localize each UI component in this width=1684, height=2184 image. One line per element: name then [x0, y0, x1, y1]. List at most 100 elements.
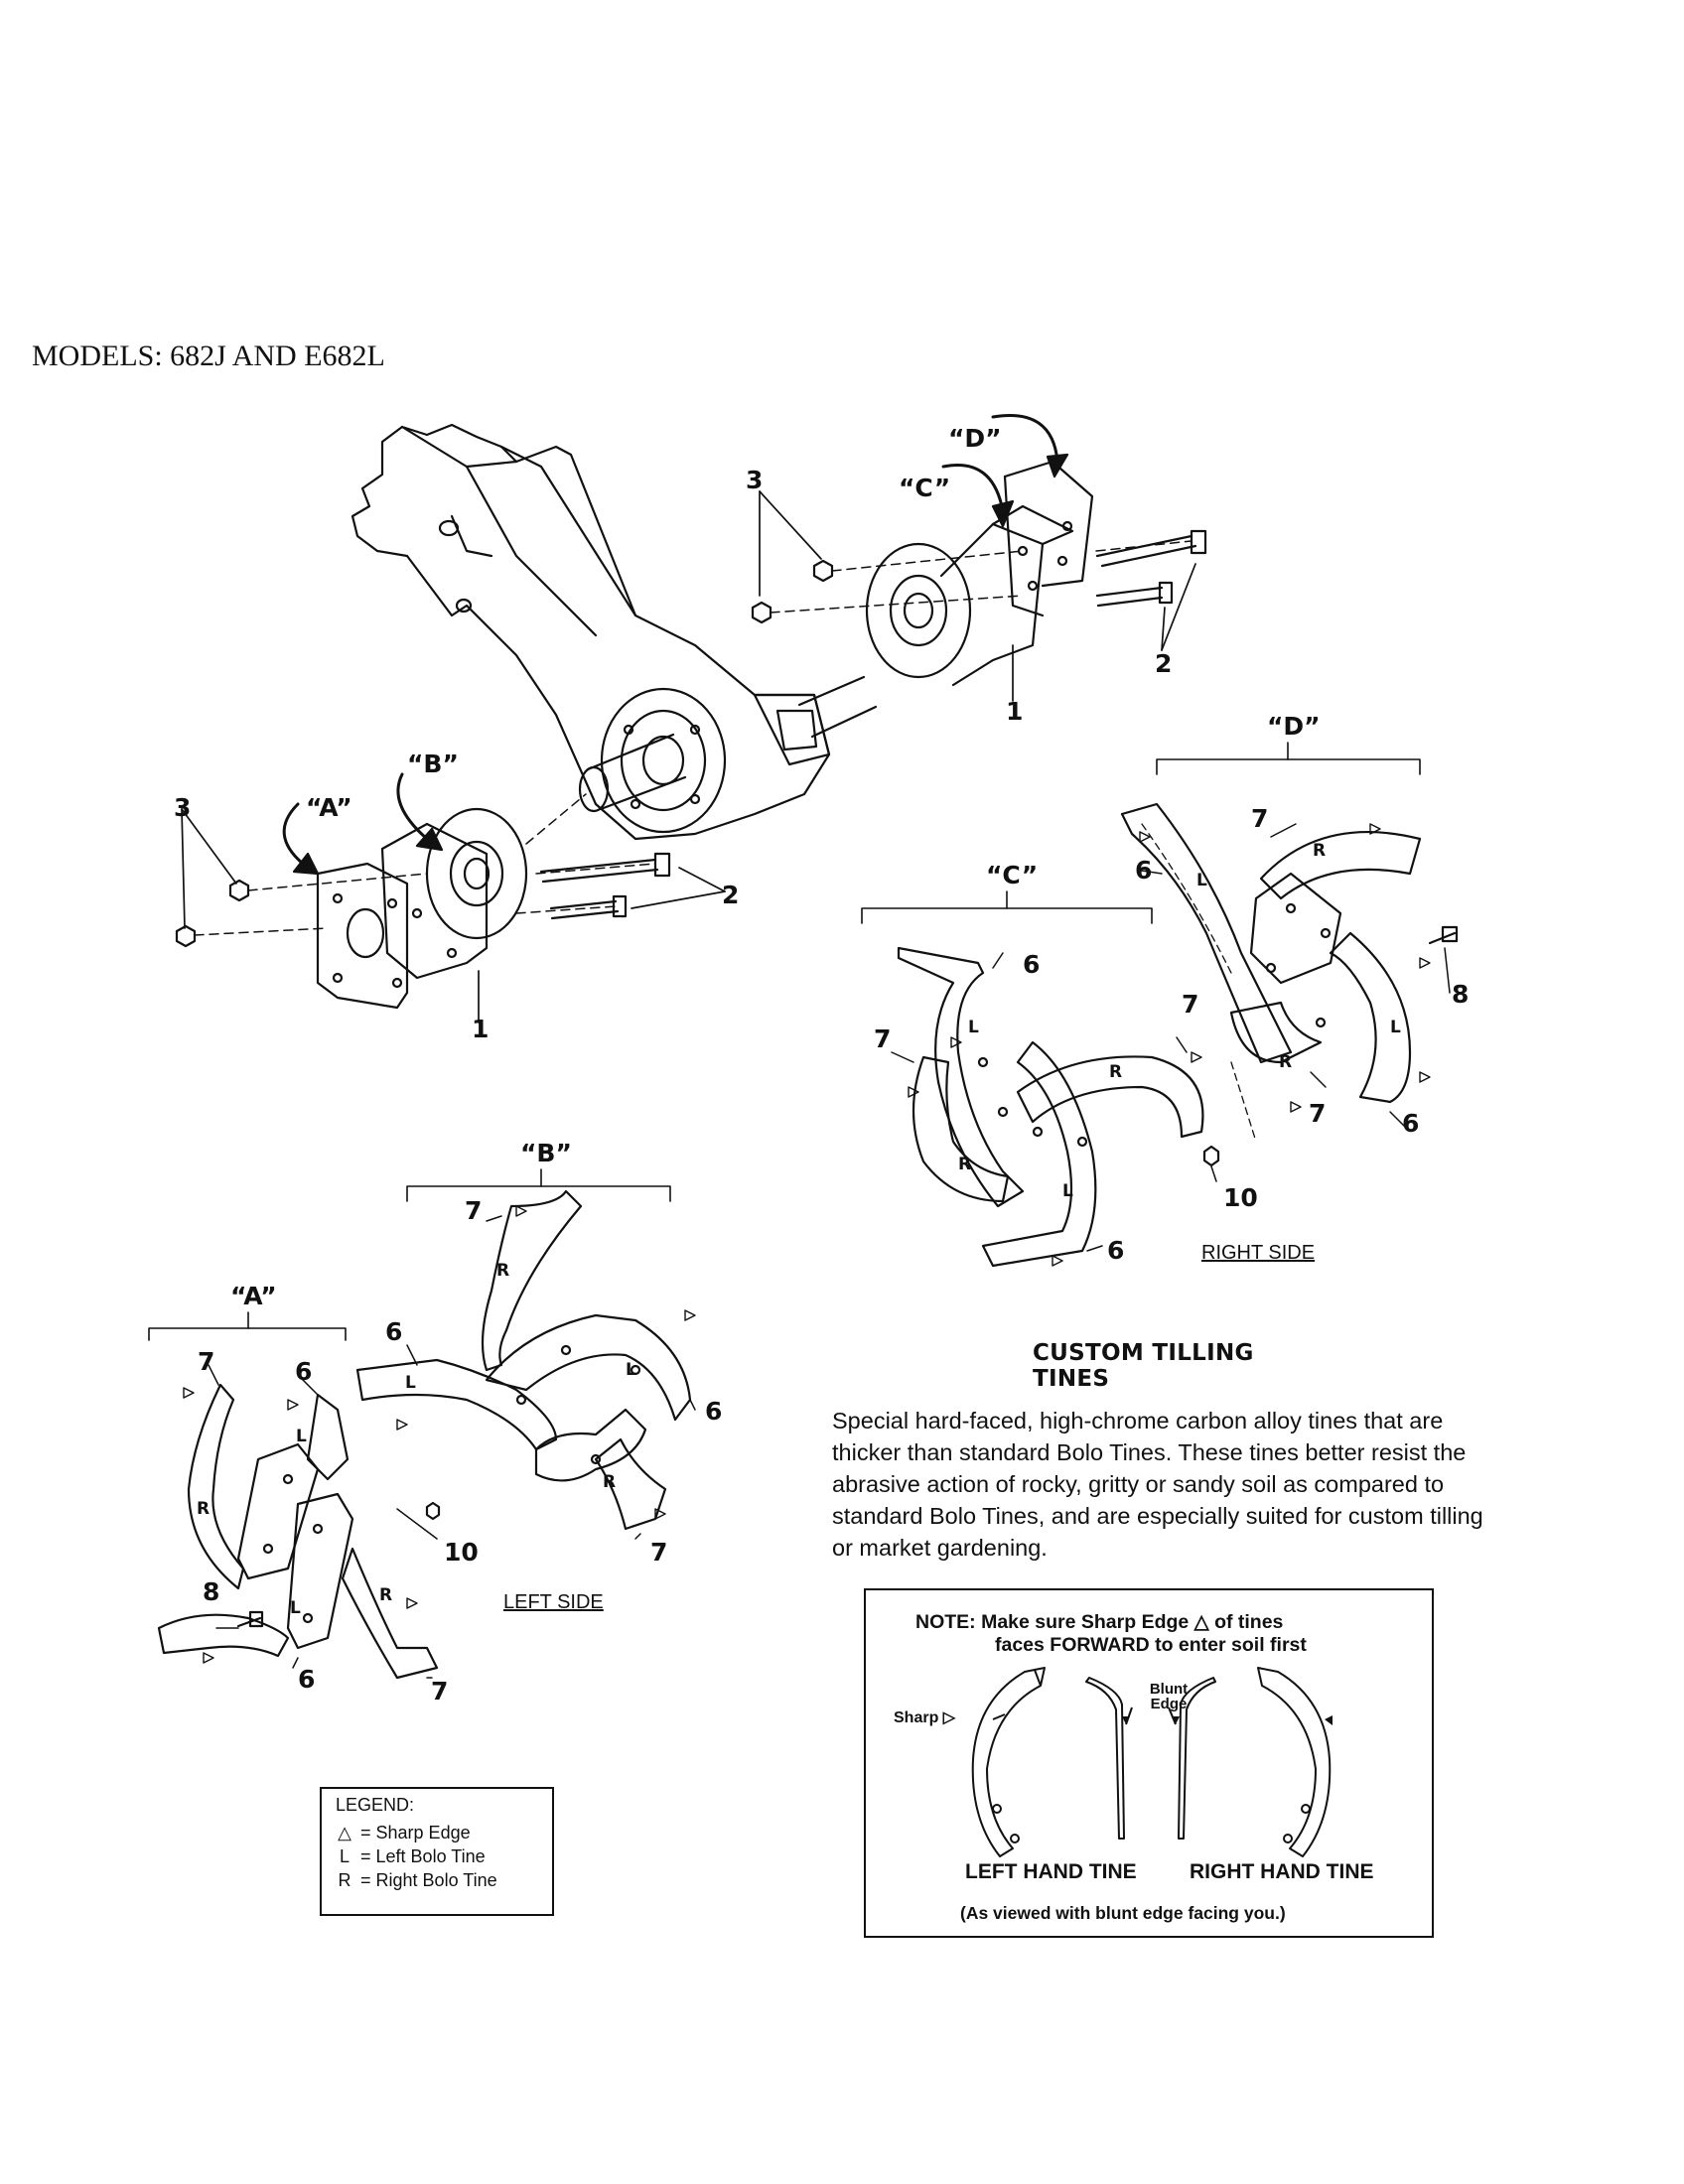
- right-hand-tine-icon: [1257, 1667, 1332, 1857]
- tine-letter-r: R: [1279, 1052, 1292, 1072]
- part-6: 6: [705, 1397, 722, 1426]
- curved-arrows-ab: [282, 772, 429, 866]
- part-10: 10: [444, 1538, 479, 1567]
- custom-tines-title: CUSTOM TILLING TINES: [1033, 1340, 1254, 1392]
- sharp-edge-icon: △: [338, 1823, 351, 1843]
- tine-set-a: [157, 1383, 441, 1680]
- leaders-right: [759, 490, 1196, 702]
- group-brackets: [148, 742, 1421, 1341]
- part-6: 6: [385, 1317, 402, 1346]
- tine-letter-r: R: [958, 1155, 971, 1174]
- blunt-edge-tine-right-icon: [1178, 1677, 1216, 1840]
- legend-row-left: L = Left Bolo Tine: [334, 1846, 486, 1867]
- tine-letter-l: L: [968, 1018, 979, 1037]
- legend-row-sharp: △ = Sharp Edge: [334, 1823, 471, 1843]
- tine-letter-r: R: [1313, 841, 1326, 861]
- legend-left-text: = Left Bolo Tine: [360, 1846, 486, 1866]
- right-hand-tine-label: RIGHT HAND TINE: [1190, 1860, 1374, 1883]
- part-8: 8: [203, 1577, 219, 1606]
- alignment-lines-right: [770, 540, 1193, 614]
- part-6: 6: [1107, 1236, 1124, 1265]
- part-7: 7: [465, 1196, 482, 1225]
- callout-numbers: 3 2 1 3 2 1 “D” “C” “B” “A”: [174, 424, 1172, 1043]
- tine-letter-l: L: [296, 1427, 307, 1446]
- tine-letter-l: L: [1062, 1181, 1073, 1201]
- alignment-lines-left: [194, 793, 656, 936]
- tine-letter-r: R: [1109, 1062, 1122, 1082]
- part-6: 6: [1023, 950, 1040, 979]
- tine-letter-r: R: [379, 1585, 392, 1605]
- tine-part-numbers: 7 6 8 6 7 10 7 6 7 6 7 6 6 7 10 7 6 8 6 …: [198, 804, 1469, 1706]
- transmission-housing: [351, 423, 878, 841]
- note-footer: (As viewed with blunt edge facing you.): [960, 1903, 1286, 1923]
- part-7: 7: [1182, 990, 1198, 1019]
- custom-tines-description: Special hard-faced, high-chrome carbon a…: [832, 1408, 1483, 1561]
- part-8: 8: [1452, 980, 1469, 1009]
- callout-c-top: “C”: [899, 474, 950, 502]
- arrowheads-ab: [292, 827, 444, 876]
- legend-right-text: = Right Bolo Tine: [360, 1870, 497, 1890]
- part-7: 7: [1251, 804, 1268, 833]
- tine-set-d-dashes: [1141, 823, 1257, 1143]
- callout-1-left: 1: [472, 1015, 489, 1043]
- right-side-label: RIGHT SIDE: [1201, 1242, 1315, 1264]
- legend-title: LEGEND:: [336, 1795, 415, 1815]
- tine-set-b: [355, 1189, 692, 1531]
- sharp-edge-marks: [183, 823, 1431, 1664]
- group-labels: “D” “C” “B” “A”: [230, 712, 1321, 1310]
- callout-2-right: 2: [1155, 649, 1172, 678]
- legend-row-right: R = Right Bolo Tine: [334, 1870, 497, 1891]
- callout-b-top: “B”: [407, 750, 459, 778]
- part-10: 10: [1223, 1183, 1258, 1212]
- callout-3-left: 3: [174, 793, 191, 822]
- callout-1-right: 1: [1006, 697, 1023, 726]
- part-7: 7: [198, 1347, 214, 1376]
- note-line-2: faces FORWARD to enter soil first: [995, 1634, 1307, 1656]
- leaders-left: [181, 808, 726, 1024]
- group-label-d: “D”: [1267, 712, 1321, 741]
- note-line-1: NOTE: Make sure Sharp Edge △ of tines: [915, 1611, 1284, 1633]
- part-7: 7: [431, 1677, 448, 1706]
- tine-letter-l: L: [290, 1598, 301, 1618]
- part-6: 6: [298, 1665, 315, 1694]
- tine-letter-r: R: [496, 1261, 509, 1281]
- part-6: 6: [295, 1357, 312, 1386]
- part-6: 6: [1402, 1109, 1419, 1138]
- tine-set-d: [1120, 802, 1459, 1104]
- left-side-label: LEFT SIDE: [503, 1591, 604, 1613]
- tine-letter-marks: L R L R L R R L R L L R L R L R: [197, 841, 1401, 1618]
- tine-letter-r: R: [197, 1499, 210, 1519]
- tine-orientation-drawing: [971, 1667, 1333, 1857]
- part-7: 7: [650, 1538, 667, 1567]
- right-hub-assembly: [751, 460, 1207, 687]
- part-6: 6: [1135, 856, 1152, 885]
- tine-letter-l: L: [1196, 871, 1207, 890]
- tine-letter-r: R: [603, 1472, 616, 1492]
- callout-2-left: 2: [722, 881, 739, 909]
- blunt-edge-tine-left-icon: [1085, 1677, 1125, 1840]
- part-7: 7: [1309, 1099, 1326, 1128]
- note-box: NOTE: Make sure Sharp Edge △ of tines fa…: [864, 1588, 1434, 1938]
- tine-letter-l: L: [405, 1373, 416, 1393]
- group-label-b: “B”: [520, 1139, 572, 1167]
- group-label-a: “A”: [230, 1282, 277, 1310]
- tine-set-c: [897, 946, 1204, 1268]
- group-label-c: “C”: [986, 861, 1038, 889]
- left-hand-tine-label: LEFT HAND TINE: [965, 1860, 1137, 1883]
- callout-d-top: “D”: [948, 424, 1002, 453]
- models-header: MODELS: 682J AND E682L: [32, 340, 385, 372]
- tine-letter-l: L: [1390, 1018, 1401, 1037]
- legend-right-symbol: R: [338, 1870, 351, 1890]
- left-hand-tine-icon: [971, 1667, 1046, 1857]
- legend-sharp-text: = Sharp Edge: [360, 1823, 471, 1843]
- curved-arrows-cd: [941, 414, 1059, 513]
- nut-10-right: [1202, 1145, 1220, 1167]
- arrowheads-cd: [991, 453, 1069, 528]
- legend-box: LEGEND: △ = Sharp Edge L = Left Bolo Tin…: [320, 1787, 554, 1916]
- part-7: 7: [874, 1024, 891, 1053]
- blunt-edge-label: Blunt Edge: [1149, 1681, 1189, 1712]
- sharp-edge-label: Sharp ▷: [894, 1709, 956, 1726]
- legend-left-symbol: L: [339, 1846, 350, 1866]
